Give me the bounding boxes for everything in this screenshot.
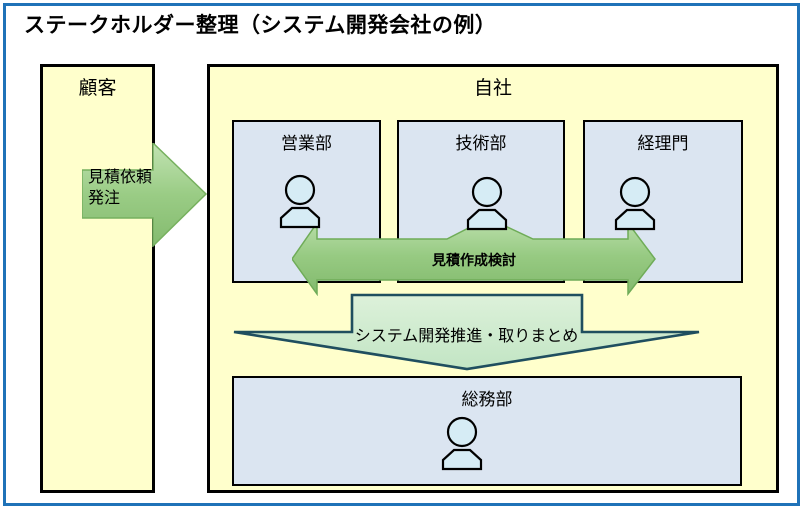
promotion-arrow <box>233 293 700 371</box>
customer-box: 顧客 <box>40 64 155 493</box>
dept-accounting-label: 経理門 <box>637 134 689 153</box>
person-icon <box>441 416 483 471</box>
general-affairs-box: 総務部 <box>232 376 742 486</box>
person-icon <box>614 176 656 231</box>
estimate-arrow <box>292 218 656 296</box>
outer-frame <box>3 3 800 506</box>
person-icon <box>279 174 321 229</box>
dept-sales-label: 営業部 <box>281 134 332 153</box>
person-icon <box>466 176 508 231</box>
company-label: 自社 <box>473 78 512 99</box>
general-affairs-label: 総務部 <box>461 390 513 409</box>
customer-label: 顧客 <box>78 78 117 99</box>
estimate-arrow-label: 見積作成検討 <box>432 252 516 268</box>
promotion-arrow-label: システム開発推進・取りまとめ <box>354 328 579 345</box>
dept-engineering-label: 技術部 <box>455 134 507 153</box>
request-arrow-label: 見積依頼 発注 <box>88 169 153 207</box>
request-arrow <box>82 143 208 247</box>
diagram-title: ステークホルダー整理（システム開発会社の例） <box>24 14 497 37</box>
